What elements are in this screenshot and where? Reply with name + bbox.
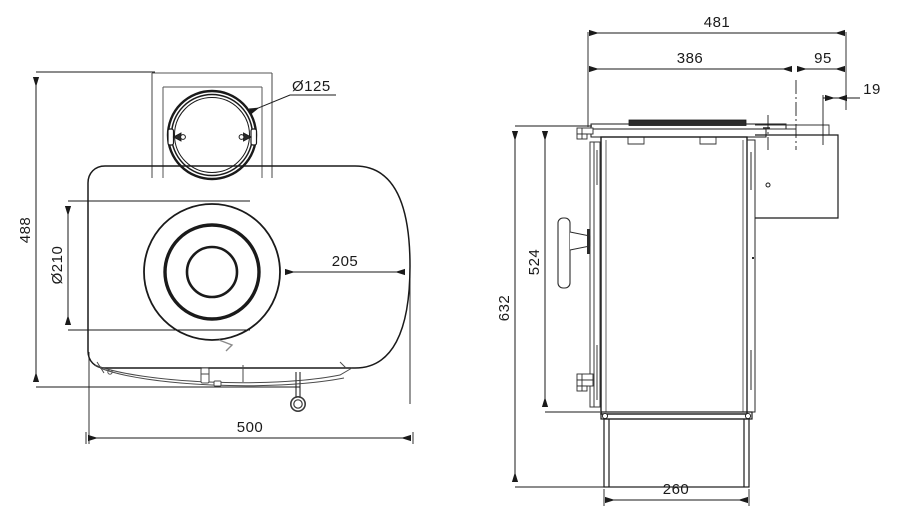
stove-body-outline — [87, 165, 411, 369]
dimension-label-481: 481 — [704, 14, 731, 31]
side-view: 481 386 95 19 52 — [496, 14, 881, 506]
dimension-dia210 — [64, 200, 250, 331]
hotplate-lift-notch — [218, 339, 234, 352]
dimension-label-205: 205 — [332, 253, 359, 270]
pedestal-base — [600, 411, 753, 488]
stove-door — [589, 141, 601, 408]
right-edge-tick — [339, 361, 347, 369]
rear-heat-shield-top — [755, 124, 830, 135]
door-hinges — [576, 127, 594, 392]
door-handle — [557, 217, 591, 289]
flue-mount-inner-box — [162, 86, 263, 178]
centerlines — [767, 80, 797, 150]
top-plate-tabs — [627, 137, 717, 145]
dimension-label-488: 488 — [17, 217, 34, 244]
dimension-19 — [822, 94, 860, 145]
dimension-260 — [603, 489, 750, 506]
dimension-dia125 — [248, 94, 336, 115]
dimension-label-dia125: Ø125 — [292, 78, 331, 95]
latch-block — [200, 367, 222, 387]
dimension-label-500: 500 — [237, 419, 264, 436]
dimension-label-19: 19 — [863, 81, 881, 98]
hotplate-rings — [143, 203, 281, 341]
stove-body-side-inner — [605, 140, 744, 412]
dimension-524 — [541, 125, 600, 413]
plan-view: 488 Ø210 Ø125 205 — [17, 71, 414, 444]
rear-heat-shield — [755, 134, 839, 219]
dimension-label-524: 524 — [526, 249, 543, 276]
flue-clamp-tabs — [167, 128, 258, 146]
dimension-label-95: 95 — [814, 50, 832, 67]
flue-mount-box — [151, 72, 273, 178]
dimension-label-dia210: Ø210 — [49, 246, 66, 285]
dimension-632 — [511, 125, 604, 488]
dimension-488 — [32, 71, 300, 388]
shield-bolt — [765, 182, 771, 188]
dimension-500 — [85, 352, 414, 444]
dimension-label-386: 386 — [677, 50, 704, 67]
dimension-205 — [285, 268, 411, 404]
dimension-label-260: 260 — [663, 481, 690, 498]
handle-loop — [289, 372, 306, 412]
dimension-label-632: 632 — [496, 295, 513, 322]
